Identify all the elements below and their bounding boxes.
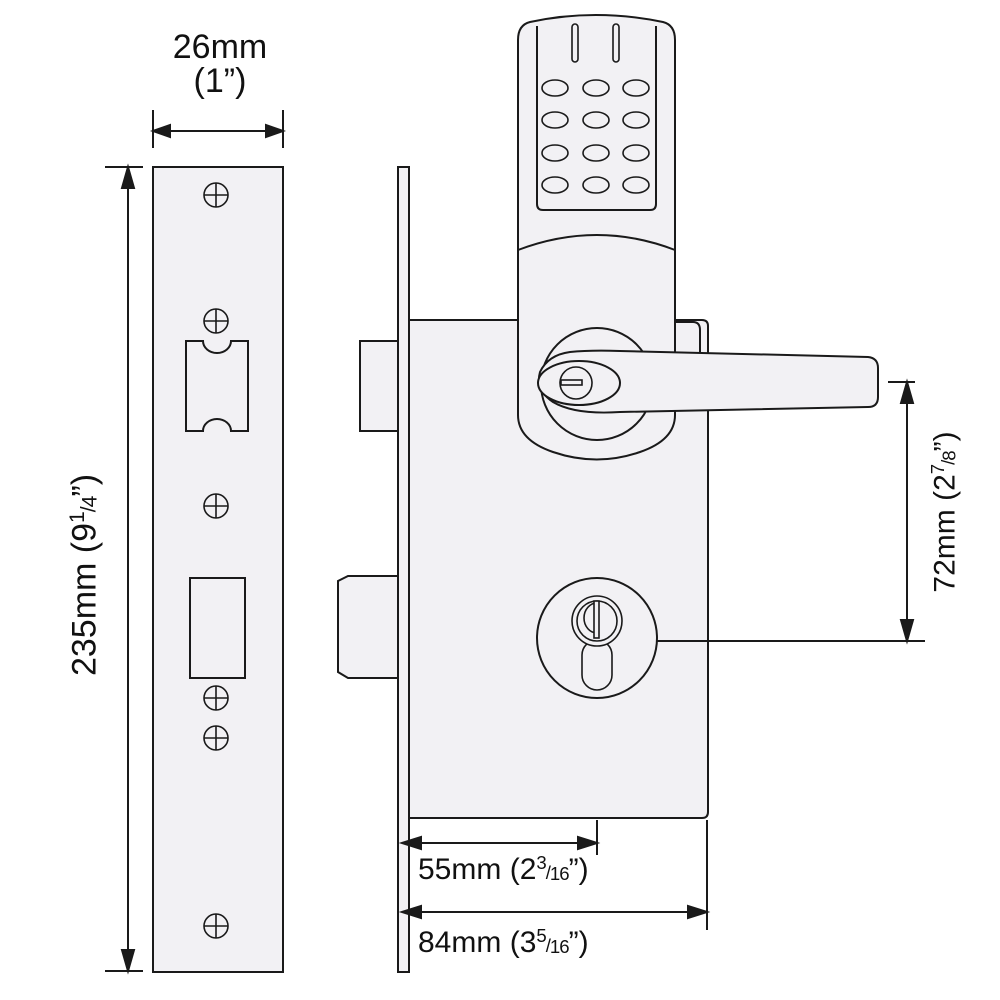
- faceplate-height-den: 4: [78, 496, 102, 508]
- lever-handle: [537, 349, 879, 414]
- depth-label: 84mm (35/16”): [418, 925, 589, 960]
- faceplate-height-metric: 235mm: [65, 562, 104, 677]
- depth-dimension: [398, 820, 711, 930]
- backset-dimension: [398, 820, 601, 855]
- latch-bolt: [359, 340, 401, 432]
- screw-icon: [203, 913, 229, 939]
- keypad-button: [622, 176, 650, 194]
- faceplate-width-imperial: (1”): [193, 62, 247, 100]
- spindle-housing: [675, 321, 701, 353]
- height-dimension: [105, 163, 143, 975]
- backset-metric: 55mm: [418, 853, 502, 887]
- keypad-button: [622, 79, 650, 97]
- latch-cutout: [185, 340, 249, 432]
- keypad-button: [541, 144, 569, 162]
- backset-close: ”): [568, 853, 589, 887]
- width-dimension: [149, 110, 287, 148]
- depth-close: ”): [568, 926, 589, 960]
- backset-label: 55mm (23/16”): [418, 852, 589, 887]
- centres-label: 72mm (27/8”): [927, 431, 962, 593]
- keypad-button: [541, 176, 569, 194]
- deadbolt: [337, 575, 401, 679]
- depth-den: 16: [549, 936, 570, 958]
- forend-plate: [397, 166, 410, 973]
- backset-num: 3: [536, 852, 546, 873]
- keypad-slots: [571, 23, 620, 63]
- centres-dimension: [657, 378, 925, 645]
- screw-icon: [203, 493, 229, 519]
- screw-icons: [203, 182, 229, 939]
- faceplate-height-close: ”): [65, 473, 104, 497]
- centres-metric: 72mm: [928, 509, 962, 593]
- euro-cylinder-icon: [571, 595, 623, 691]
- backset-den: 16: [549, 863, 570, 885]
- faceplate-height-label: 235mm (91/4”): [65, 473, 104, 677]
- screw-icon: [203, 685, 229, 711]
- screw-icon: [203, 182, 229, 208]
- deadbolt-cutout: [189, 577, 246, 679]
- keypad-button: [582, 144, 610, 162]
- faceplate-width-label: 26mm (1”): [150, 30, 290, 98]
- override-keyhole-icon: [559, 366, 593, 400]
- faceplate: [152, 166, 284, 973]
- keypad-button: [541, 111, 569, 129]
- backset-whole: 2: [519, 853, 537, 887]
- screw-icon: [203, 308, 229, 334]
- keypad-buttons: [541, 79, 650, 194]
- centres-whole: 2: [928, 474, 962, 491]
- keypad-button: [622, 144, 650, 162]
- keypad-button: [582, 111, 610, 129]
- keypad-button: [541, 79, 569, 97]
- centres-den: 8: [938, 451, 960, 461]
- keypad-button: [582, 176, 610, 194]
- centres-close: ”): [928, 431, 962, 452]
- depth-num: 5: [536, 925, 546, 946]
- keypad-button: [582, 79, 610, 97]
- faceplate-width-metric: 26mm: [172, 28, 268, 66]
- faceplate-height-num: 1: [65, 512, 89, 523]
- centres-num: 7: [927, 464, 949, 475]
- depth-metric: 84mm: [418, 926, 502, 960]
- keypad-button: [622, 111, 650, 129]
- screw-icon: [203, 725, 229, 751]
- faceplate-height-whole: 9: [65, 522, 104, 542]
- depth-whole: 3: [519, 926, 537, 960]
- keypad-collar: [517, 234, 676, 251]
